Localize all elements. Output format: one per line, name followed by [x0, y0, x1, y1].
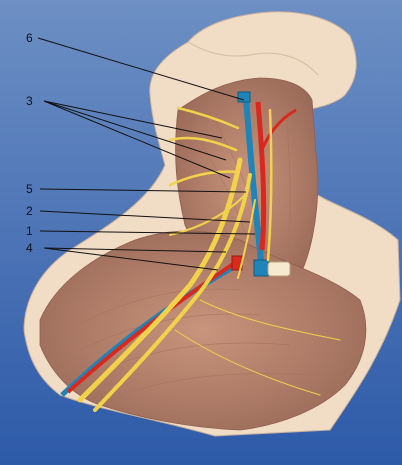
cervical-plexus-branch-b — [168, 136, 238, 152]
vein-cut-top — [237, 91, 251, 103]
label-6: 6 — [26, 31, 33, 45]
jaw-contour — [187, 41, 319, 76]
cervical-plexus-branch-c — [168, 170, 240, 187]
leader-2 — [39, 210, 251, 223]
leader-6 — [37, 37, 245, 101]
label-4: 4 — [26, 241, 33, 255]
cervical-plexus-branch-a — [176, 106, 240, 130]
label-2: 2 — [26, 204, 33, 218]
label-1: 1 — [26, 224, 33, 238]
internal-jugular-vein — [243, 97, 265, 269]
vagus-nerve — [266, 108, 273, 262]
leader-4a — [43, 247, 227, 253]
leader-1 — [39, 230, 256, 235]
subclavian-artery — [66, 260, 238, 394]
label-5: 5 — [26, 182, 33, 196]
leader-4b — [43, 247, 219, 271]
carotid-branch — [260, 108, 297, 151]
leader-3c — [43, 100, 231, 179]
phrenic-nerve — [237, 199, 256, 279]
leader-lines — [37, 37, 256, 271]
carotid-artery — [255, 101, 267, 251]
leader-3b — [43, 100, 227, 161]
nerves — [77, 106, 341, 412]
minor-branches-2 — [174, 329, 321, 396]
label-3: 3 — [26, 94, 33, 108]
leader-3a — [43, 100, 223, 139]
clavicle-cut — [267, 261, 291, 277]
brachial-plexus — [77, 157, 243, 403]
minor-branches — [199, 299, 341, 341]
leader-5 — [39, 188, 247, 193]
vein-cut-bottom — [253, 259, 269, 277]
brachial-plexus-trunk — [93, 173, 252, 412]
